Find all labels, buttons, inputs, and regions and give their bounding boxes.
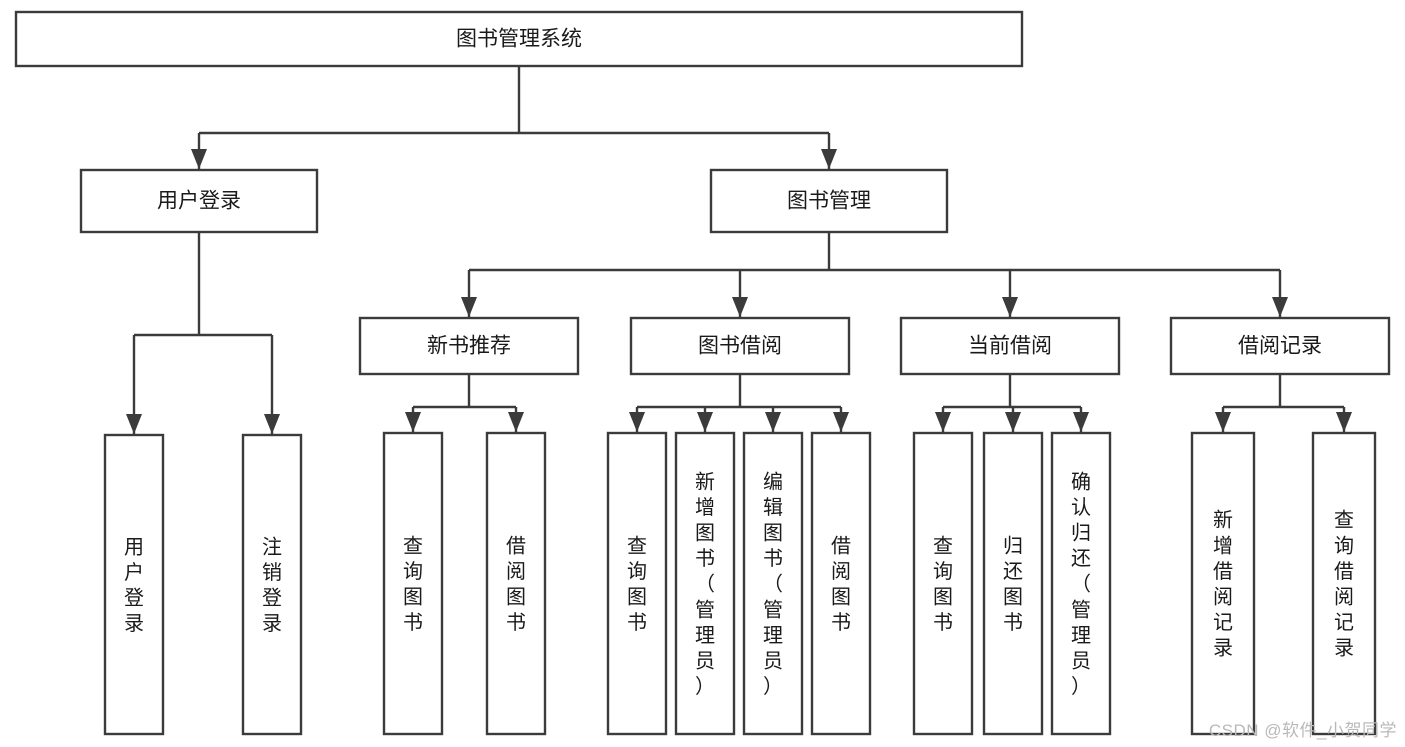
level2-0-child-1-leaf-node[interactable]: 注销登录: [241, 433, 303, 736]
root-arrow-1: [821, 149, 837, 169]
level2-1-child-0-node[interactable]: 新书推荐: [358, 316, 580, 376]
level2-0-arrow-0: [126, 414, 142, 434]
level2-1-child-3-arrow-0: [1215, 412, 1231, 432]
level2-1-child-1-leaf-1-node[interactable]: 新增图书（管理员）: [674, 431, 736, 736]
level2-1-child-0-arrow-0: [405, 412, 421, 432]
level2-1-child-2-arrow-1: [1005, 412, 1021, 432]
level2-1-child-0-arrow-1: [508, 412, 524, 432]
level2-1-child-1-arrow-3: [833, 412, 849, 432]
level2-1-child-3-leaf-0-node[interactable]: 新增借阅记录: [1190, 431, 1256, 736]
level2-1-child-1-label: 图书借阅: [698, 335, 782, 358]
level2-1-box[interactable]: [709, 168, 949, 234]
level2-1-child-1-leaf-3-label: 借阅图书: [831, 534, 851, 634]
level2-1-child-2-leaf-2-box[interactable]: [1050, 431, 1112, 736]
level2-1-arrow-1: [732, 297, 748, 317]
level2-1-child-1-node[interactable]: 图书借阅: [629, 316, 851, 376]
level2-1-child-0-label: 新书推荐: [427, 335, 511, 358]
level2-1-child-1-leaf-0-box[interactable]: [606, 431, 668, 736]
level2-0-child-0-leaf-box[interactable]: [103, 433, 165, 736]
level2-1-child-0-leaf-1-box[interactable]: [485, 431, 547, 736]
level2-1-child-0-box[interactable]: [358, 316, 580, 376]
level2-1-child-1-box[interactable]: [629, 316, 851, 376]
level2-1-node[interactable]: 图书管理: [709, 168, 949, 234]
level2-1-child-3-box[interactable]: [1169, 316, 1391, 376]
level2-1-child-3-node[interactable]: 借阅记录: [1169, 316, 1391, 376]
level2-1-child-1-leaf-2-box[interactable]: [742, 431, 804, 736]
level2-1-child-3-leaf-0-label: 新增借阅记录: [1213, 509, 1233, 660]
nodes-layer: 图书管理系统用户登录用户登录注销登录图书管理新书推荐查询图书借阅图书图书借阅查询…: [14, 10, 1391, 736]
level2-0-box[interactable]: [79, 168, 319, 234]
level2-1-child-3-leaf-0-box[interactable]: [1190, 431, 1256, 736]
level2-1-child-2-leaf-2-node[interactable]: 确认归还（管理员）: [1050, 431, 1112, 736]
root-system-box[interactable]: [14, 10, 1024, 68]
level2-1-child-1-leaf-0-label: 查询图书: [627, 534, 647, 634]
level2-1-child-1-arrow-0: [629, 412, 645, 432]
level2-1-child-1-leaf-2-node[interactable]: 编辑图书（管理员）: [742, 431, 804, 736]
level2-1-child-1-leaf-2-label: 编辑图书（管理员）: [763, 470, 783, 698]
level2-0-child-0-leaf-node[interactable]: 用户登录: [103, 433, 165, 736]
level2-1-child-2-leaf-1-box[interactable]: [982, 431, 1044, 736]
root-system-node[interactable]: 图书管理系统: [14, 10, 1024, 68]
level2-1-child-0-leaf-0-node[interactable]: 查询图书: [382, 431, 444, 736]
level2-1-child-2-arrow-2: [1073, 412, 1089, 432]
level2-1-child-1-leaf-3-node[interactable]: 借阅图书: [810, 431, 872, 736]
level2-0-arrow-1: [264, 414, 280, 434]
level2-1-arrow-3: [1272, 297, 1288, 317]
level2-1-child-2-label: 当前借阅: [968, 335, 1052, 358]
level2-1-arrow-0: [461, 297, 477, 317]
level2-1-label: 图书管理: [787, 190, 871, 213]
level2-1-child-0-leaf-0-label: 查询图书: [403, 534, 423, 634]
level2-0-label: 用户登录: [157, 190, 241, 213]
level2-1-child-0-leaf-1-node[interactable]: 借阅图书: [485, 431, 547, 736]
level2-1-child-2-arrow-0: [935, 412, 951, 432]
level2-1-child-3-arrow-1: [1336, 412, 1352, 432]
level2-0-child-0-leaf-label: 用户登录: [124, 536, 144, 635]
level2-1-child-3-leaf-1-box[interactable]: [1311, 431, 1377, 736]
level2-1-child-2-leaf-0-node[interactable]: 查询图书: [912, 431, 974, 736]
level2-1-child-1-leaf-0-node[interactable]: 查询图书: [606, 431, 668, 736]
level2-1-child-3-leaf-1-node[interactable]: 查询借阅记录: [1311, 431, 1377, 736]
level2-1-child-1-leaf-1-box[interactable]: [674, 431, 736, 736]
root-system-label: 图书管理系统: [456, 28, 582, 51]
level2-1-child-2-leaf-1-node[interactable]: 归还图书: [982, 431, 1044, 736]
level2-1-child-1-leaf-1-label: 新增图书（管理员）: [695, 470, 715, 698]
level2-1-child-2-leaf-0-label: 查询图书: [933, 534, 953, 634]
level2-1-child-1-arrow-2: [765, 412, 781, 432]
level2-1-child-1-arrow-1: [697, 412, 713, 432]
level2-1-child-2-box[interactable]: [899, 316, 1121, 376]
level2-1-arrow-2: [1002, 297, 1018, 317]
level2-1-child-2-leaf-1-label: 归还图书: [1003, 534, 1023, 634]
level2-0-node[interactable]: 用户登录: [79, 168, 319, 234]
level2-1-child-3-leaf-1-label: 查询借阅记录: [1334, 509, 1354, 660]
level2-1-child-0-leaf-0-box[interactable]: [382, 431, 444, 736]
root-arrow-0: [191, 149, 207, 169]
level2-1-child-2-leaf-0-box[interactable]: [912, 431, 974, 736]
level2-1-child-3-label: 借阅记录: [1238, 335, 1322, 358]
connectors-layer: [126, 66, 1352, 434]
level2-0-child-1-leaf-label: 注销登录: [262, 535, 282, 635]
level2-1-child-0-leaf-1-label: 借阅图书: [506, 534, 526, 634]
level2-1-child-2-leaf-2-label: 确认归还（管理员）: [1071, 470, 1091, 698]
level2-1-child-1-leaf-3-box[interactable]: [810, 431, 872, 736]
level2-0-child-1-leaf-box[interactable]: [241, 433, 303, 736]
level2-1-child-2-node[interactable]: 当前借阅: [899, 316, 1121, 376]
